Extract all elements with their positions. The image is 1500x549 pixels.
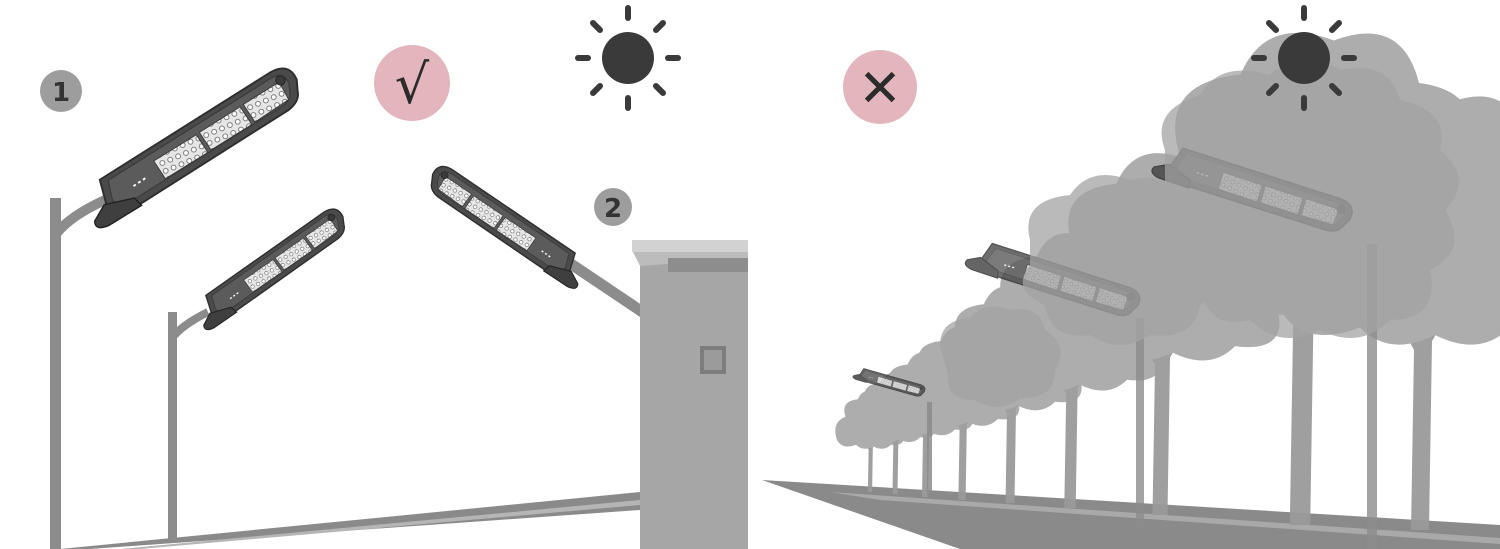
wall-building bbox=[632, 240, 748, 549]
street-lamp-1 bbox=[50, 62, 322, 549]
cross-mark-icon: ✕ bbox=[843, 50, 917, 124]
shaded-lamp-middle bbox=[963, 215, 1145, 529]
badge-1-label: 1 bbox=[52, 78, 70, 108]
badge-2: 2 bbox=[594, 188, 632, 226]
street-lamp-middle bbox=[168, 204, 363, 540]
badge-2-label: 2 bbox=[604, 194, 622, 224]
sun-icon bbox=[578, 8, 678, 108]
cross-mark-glyph: ✕ bbox=[858, 59, 902, 119]
ground-left bbox=[60, 492, 640, 549]
badge-1: 1 bbox=[40, 70, 82, 112]
foliage-overlay bbox=[940, 58, 1459, 408]
shaded-lamp-near bbox=[1149, 115, 1377, 549]
correct-installation-panel: 1 2 √ bbox=[40, 8, 748, 549]
incorrect-installation-panel: ✕ bbox=[762, 8, 1500, 549]
shaded-lamp-far bbox=[851, 356, 932, 496]
check-mark-glyph: √ bbox=[395, 53, 430, 116]
check-mark-icon: √ bbox=[374, 45, 450, 121]
